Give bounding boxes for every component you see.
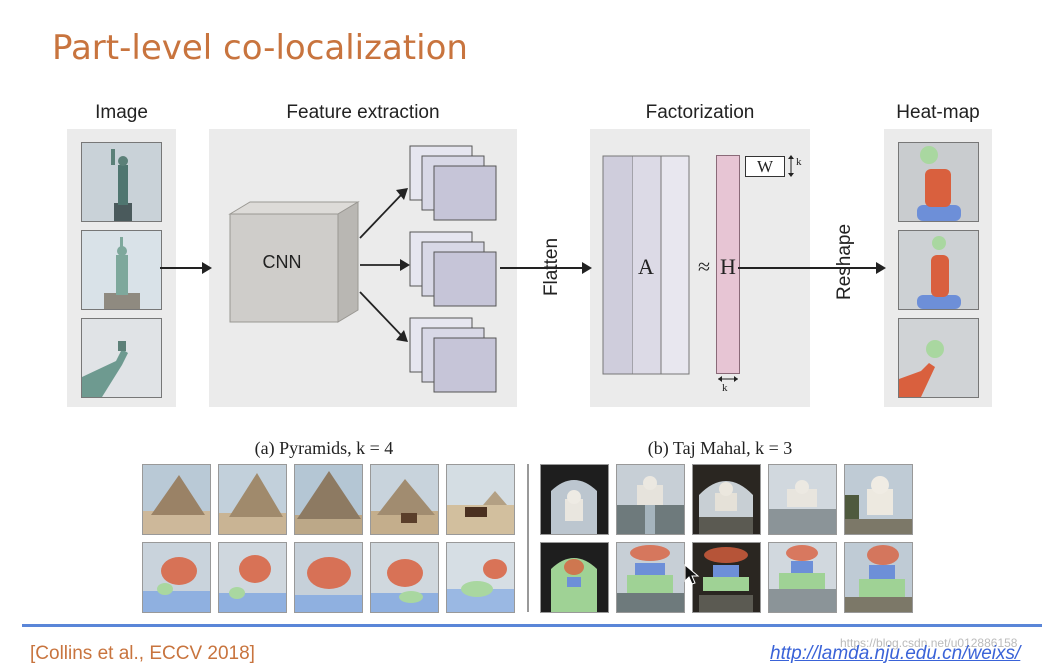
reshape-label: Reshape xyxy=(834,223,855,300)
input-image-statue-2 xyxy=(81,230,162,310)
taj-heatmap-5 xyxy=(844,542,913,613)
matrix-w: W xyxy=(745,156,785,177)
header-image: Image xyxy=(95,102,148,123)
matrix-a-label: A xyxy=(638,254,654,279)
pyramid-heatmap-3 xyxy=(294,542,363,613)
taj-heatmap-4 xyxy=(768,542,837,613)
header-heatmap: Heat-map xyxy=(896,102,980,123)
taj-heatmap-1 xyxy=(540,542,609,613)
pyramid-heatmap-1 xyxy=(142,542,211,613)
input-image-statue-1 xyxy=(81,142,162,222)
pyramid-heatmap-4 xyxy=(370,542,439,613)
heatmap-image-1 xyxy=(898,142,979,222)
input-image-statue-3 xyxy=(81,318,162,398)
caption-pyramids: (a) Pyramids, k = 4 xyxy=(254,438,394,458)
taj-photo-5 xyxy=(844,464,913,535)
pyramid-photo-1 xyxy=(142,464,211,535)
slide-title: Part-level co-localization xyxy=(52,28,468,68)
taj-photo-3 xyxy=(692,464,761,535)
feature-stack-middle xyxy=(409,231,497,307)
dim-arrow-h xyxy=(718,376,738,382)
watermark: https://blog.csdn.net/u012886158 xyxy=(840,636,1018,650)
matrix-h xyxy=(716,155,740,374)
flatten-label: Flatten xyxy=(541,237,562,297)
taj-photo-1 xyxy=(540,464,609,535)
header-feature-extraction: Feature extraction xyxy=(286,102,440,123)
cnn-block xyxy=(228,201,360,323)
taj-heatmap-3 xyxy=(692,542,761,613)
caption-taj-mahal: (b) Taj Mahal, k = 3 xyxy=(647,438,793,458)
heatmap-image-2 xyxy=(898,230,979,310)
pyramid-heatmap-2 xyxy=(218,542,287,613)
arrow-features-to-factorization xyxy=(500,262,592,274)
arrows-cnn-to-features xyxy=(359,188,410,342)
mouse-cursor-icon xyxy=(684,564,700,585)
pyramid-photo-5 xyxy=(446,464,515,535)
feature-stack-bottom xyxy=(409,317,497,393)
taj-heatmap-2 xyxy=(616,542,685,613)
heatmap-image-3 xyxy=(898,318,979,398)
cnn-label: CNN xyxy=(262,252,302,272)
pyramid-photo-4 xyxy=(370,464,439,535)
header-factorization: Factorization xyxy=(645,102,755,123)
footer-rule xyxy=(22,624,1042,627)
arrow-image-to-cnn xyxy=(160,262,212,274)
footer-link[interactable]: http://lamda.nju.edu.cn/weixs/ xyxy=(770,643,1021,664)
dim-arrow-w xyxy=(788,155,794,177)
matrix-h-label: H xyxy=(720,254,736,279)
feature-map-stacks xyxy=(409,145,497,393)
pyramid-photo-2 xyxy=(218,464,287,535)
approx-sign: ≈ xyxy=(697,254,711,279)
feature-stack-top xyxy=(409,145,497,221)
citation: [Collins et al., ECCV 2018] xyxy=(30,643,255,664)
dim-k-h: k xyxy=(722,382,728,394)
dim-k-w: k xyxy=(796,156,802,168)
taj-photo-2 xyxy=(616,464,685,535)
group-divider xyxy=(527,464,529,612)
matrix-a xyxy=(602,155,690,375)
taj-photo-4 xyxy=(768,464,837,535)
arrow-factorization-to-heatmap xyxy=(738,262,886,274)
pyramid-photo-3 xyxy=(294,464,363,535)
pyramid-heatmap-5 xyxy=(446,542,515,613)
